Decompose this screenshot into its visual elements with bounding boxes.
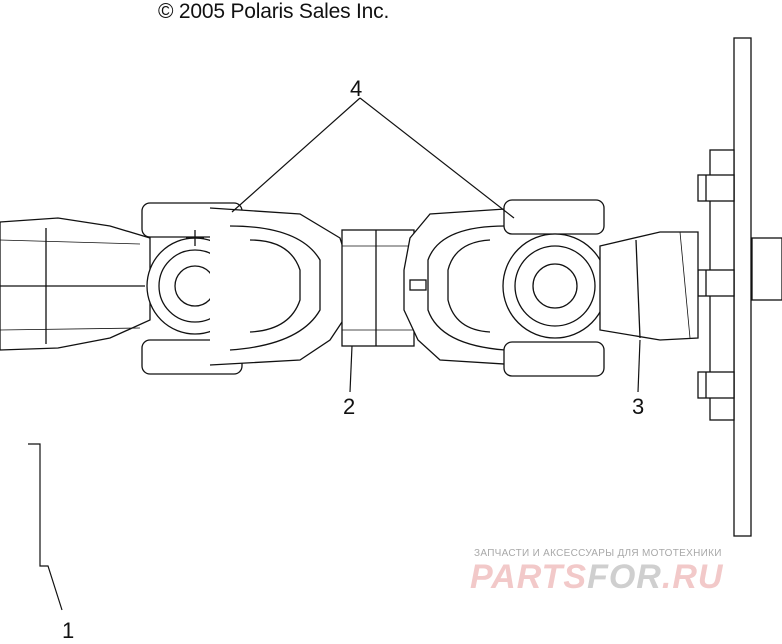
left-u-joint	[141, 202, 351, 375]
watermark-logo-part1: PARTS	[470, 558, 588, 596]
watermark-logo-part2: FOR	[587, 558, 662, 596]
center-tube	[341, 229, 415, 347]
copyright-text: © 2005 Polaris Sales Inc.	[158, 0, 390, 23]
right-u-joint	[403, 199, 608, 377]
callout-leaders	[28, 97, 641, 611]
callout-2: 2	[343, 394, 356, 419]
watermark-tagline: ЗАПЧАСТИ И АКСЕССУАРЫ ДЛЯ МОТОТЕХНИКИ	[474, 548, 722, 559]
watermark-logo-part3: .RU	[661, 558, 724, 596]
right-yoke-shaft	[599, 231, 699, 341]
callout-1: 1	[62, 618, 75, 643]
callout-4: 4	[350, 76, 363, 101]
mounting-plate	[697, 37, 782, 537]
watermark-logo: PARTSFOR.RU	[470, 558, 723, 597]
callout-3: 3	[632, 394, 645, 419]
left-yoke-shaft	[0, 217, 151, 351]
